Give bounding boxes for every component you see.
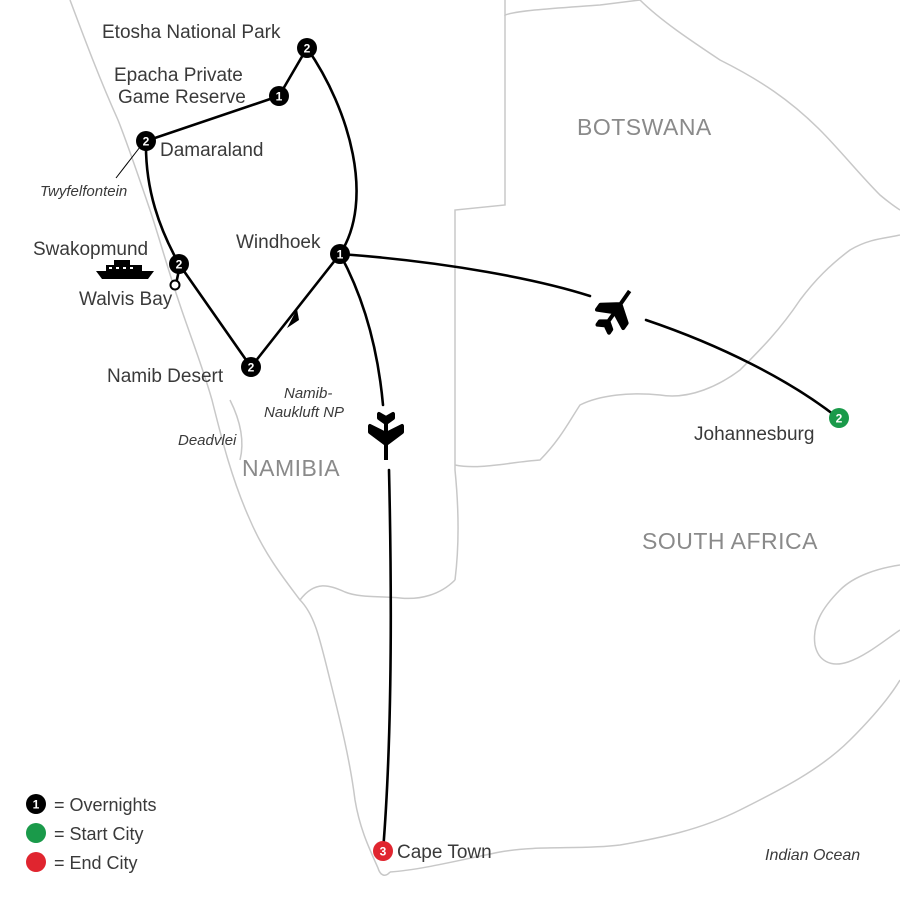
route-windhoek-capetown-lower — [381, 468, 393, 853]
stop-epacha: 1 — [269, 86, 289, 106]
stop-etosha-nights: 2 — [304, 42, 311, 56]
route-flight-johannesburg — [644, 318, 840, 420]
borders-layer — [69, 0, 900, 876]
stop-swakopmund-nights: 2 — [176, 258, 183, 272]
label-twyfelfontein: Twyfelfontein — [40, 183, 127, 200]
label-etosha: Etosha National Park — [102, 22, 281, 43]
route-windhoek-johannesburg — [338, 252, 592, 298]
label-indian-ocean: Indian Ocean — [765, 847, 860, 864]
boat-icon — [96, 260, 154, 279]
label-walvis-bay: Walvis Bay — [79, 289, 173, 310]
label-windhoek: Windhoek — [236, 232, 321, 253]
border-namibia-internal — [229, 399, 243, 461]
stop-windhoek: 1 — [330, 244, 350, 264]
label-epacha-line1: Epacha Private — [114, 65, 243, 86]
legend-end-city: = End City — [26, 852, 138, 873]
stop-cape-town-nights: 3 — [380, 845, 387, 859]
legend-overnights-badge: 1 — [33, 798, 40, 812]
border-botswana-southafrica — [454, 234, 900, 468]
label-namibia: NAMIBIA — [242, 455, 340, 481]
coastline-south — [389, 679, 900, 873]
stop-swakopmund: 2 — [169, 254, 189, 274]
airplane-icon — [368, 412, 404, 460]
label-south-africa: SOUTH AFRICA — [642, 528, 818, 554]
label-epacha-line2: Game Reserve — [118, 87, 246, 108]
label-namib-desert: Namib Desert — [107, 366, 224, 387]
route-damaraland-swakopmund — [144, 139, 181, 266]
legend-overnights: 1 = Overnights — [26, 794, 157, 815]
direction-arrow-icon — [287, 309, 299, 328]
legend-start-city: = Start City — [26, 823, 144, 844]
lesotho-outline — [813, 564, 900, 665]
coastline-west — [69, 0, 391, 876]
label-namib-naukluft-line2: Naukluft NP — [264, 404, 344, 421]
stop-namib-desert: 2 — [241, 357, 261, 377]
label-namib-naukluft-line1: Namib- — [284, 385, 332, 402]
legend-start-city-label: = Start City — [54, 824, 144, 844]
stop-windhoek-nights: 1 — [337, 248, 344, 262]
stop-etosha: 2 — [297, 38, 317, 58]
label-swakopmund: Swakopmund — [33, 239, 148, 260]
legend-end-city-label: = End City — [54, 853, 138, 873]
stop-cape-town: 3 — [373, 841, 393, 861]
border-namibia-botswana — [504, 0, 641, 17]
route-windhoek-etosha — [305, 46, 358, 256]
stop-namib-desert-nights: 2 — [248, 361, 255, 375]
walvis-bay-marker — [169, 279, 181, 291]
stop-damaraland: 2 — [136, 131, 156, 151]
label-johannesburg: Johannesburg — [694, 424, 814, 445]
route-epacha-damaraland — [144, 94, 281, 143]
stop-johannesburg: 2 — [829, 408, 849, 428]
route-layer — [144, 46, 840, 853]
label-cape-town: Cape Town — [397, 842, 492, 863]
route-windhoek-capetown-upper — [338, 252, 385, 407]
stop-johannesburg-nights: 2 — [836, 412, 843, 426]
label-damaraland: Damaraland — [160, 140, 264, 161]
route-swakopmund-namib — [177, 262, 253, 369]
route-namib-windhoek — [249, 252, 342, 369]
legend-overnights-label: = Overnights — [54, 795, 157, 815]
stop-damaraland-nights: 2 — [143, 135, 150, 149]
border-namibia-southafrica — [299, 579, 456, 601]
border-namibia-north — [454, 15, 506, 581]
airplane-icon — [595, 289, 632, 335]
legend: 1 = Overnights = Start City = End City — [26, 794, 157, 873]
border-botswana-east — [639, 0, 900, 211]
label-deadvlei: Deadvlei — [178, 432, 237, 449]
stop-epacha-nights: 1 — [276, 90, 283, 104]
twyfelfontein-leader — [115, 146, 141, 179]
label-botswana: BOTSWANA — [577, 114, 712, 140]
